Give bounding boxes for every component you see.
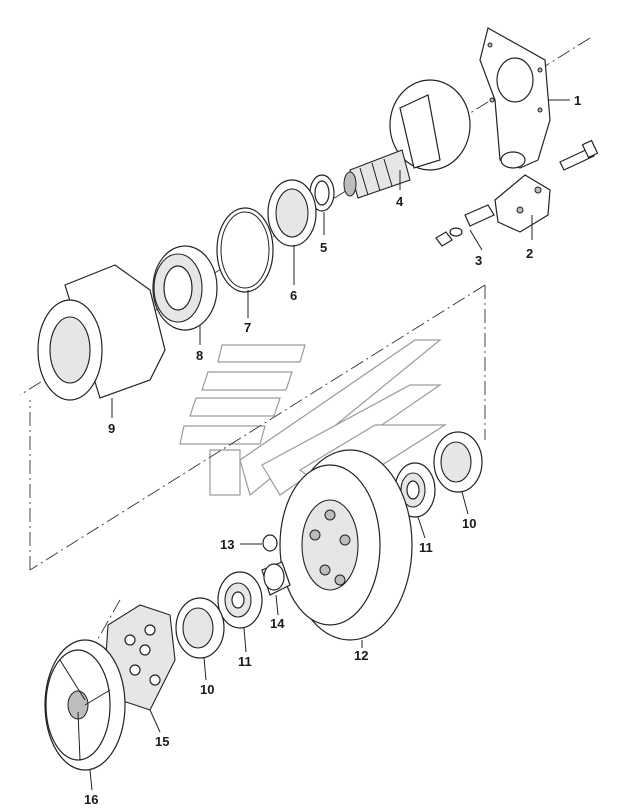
callout-12: 12 xyxy=(354,648,368,663)
callout-11-lower: 11 xyxy=(238,654,252,669)
callout-8: 8 xyxy=(196,348,203,363)
part-11-lower-ball-bearing xyxy=(217,571,263,629)
callout-13: 13 xyxy=(220,537,234,552)
callout-1: 1 xyxy=(574,93,581,108)
callout-10-upper: 10 xyxy=(462,516,476,531)
callout-9: 9 xyxy=(108,421,115,436)
callout-3: 3 xyxy=(475,253,482,268)
callout-11-upper: 11 xyxy=(419,540,433,555)
part-6-seal-ring xyxy=(267,179,317,247)
part-16-cover-flange xyxy=(44,639,126,771)
callout-7: 7 xyxy=(244,320,251,335)
part-12-pulley xyxy=(279,449,413,641)
part-10-upper-seal xyxy=(433,431,483,493)
part-14-sleeve xyxy=(261,561,291,596)
part-9-housing xyxy=(37,264,166,401)
part-4-drive-shaft xyxy=(343,79,471,199)
part-7-circlip xyxy=(216,207,274,293)
part-1-mounting-bracket xyxy=(479,27,551,169)
leader-lines xyxy=(89,99,570,791)
callout-2: 2 xyxy=(526,246,533,261)
callout-4: 4 xyxy=(396,194,404,209)
part-13-small-bushing xyxy=(262,534,278,552)
callout-5: 5 xyxy=(320,240,327,255)
part-3-pin-and-nut xyxy=(435,204,495,247)
part-5-snap-ring xyxy=(309,174,335,212)
part-8-roller-bearing xyxy=(152,245,218,331)
callout-6: 6 xyxy=(290,288,297,303)
callout-16: 16 xyxy=(84,792,98,807)
callout-14: 14 xyxy=(270,616,285,631)
callout-15: 15 xyxy=(155,734,169,749)
callout-10-lower: 10 xyxy=(200,682,214,697)
part-2-angle-bracket xyxy=(494,139,599,233)
callout-labels: 1 2 3 4 5 6 7 8 9 10 11 12 13 14 11 10 1… xyxy=(84,93,581,807)
part-10-lower-seal xyxy=(175,597,225,659)
